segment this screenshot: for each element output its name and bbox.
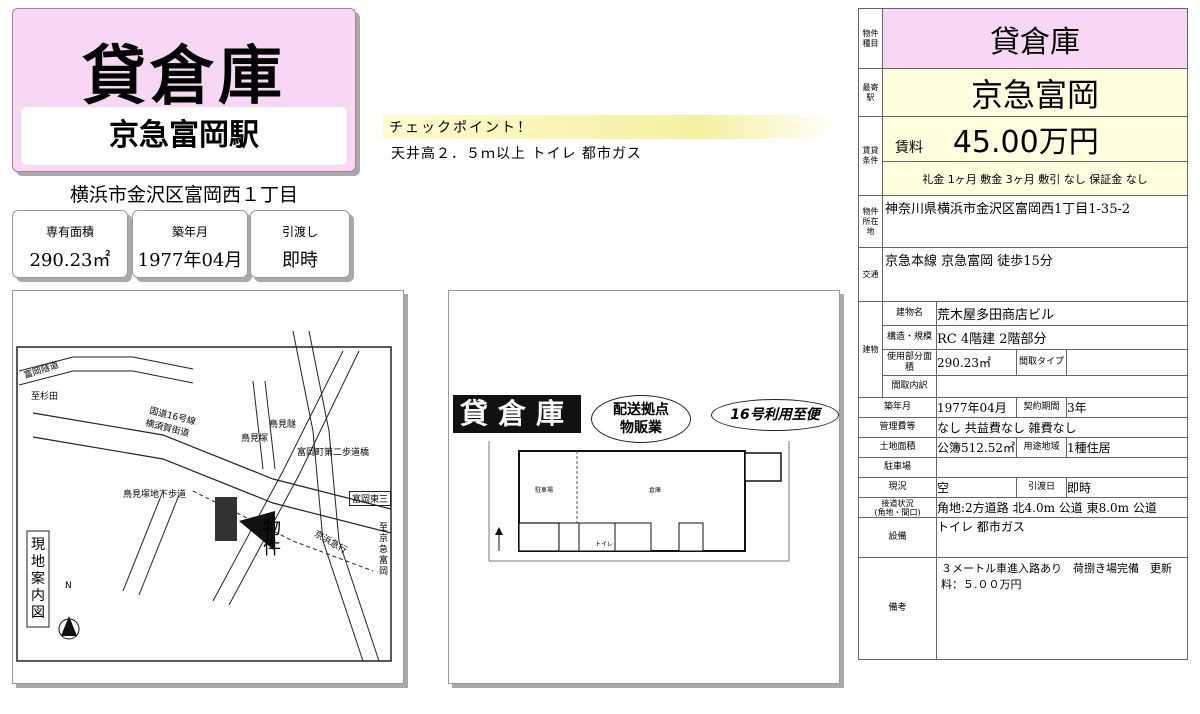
stat-delivery: 引渡し 即時	[250, 210, 350, 278]
north-arrow-icon	[61, 616, 77, 636]
spec-station: 京急富岡	[882, 68, 1188, 117]
title-card: 貸倉庫 京急富岡駅	[12, 8, 356, 172]
spec-mgmt-label: 管理費等	[858, 417, 937, 438]
plan-room-warehouse: 倉庫	[649, 487, 662, 494]
spec-land: 公簿512.52㎡	[936, 437, 1017, 458]
spec-transport: 京急本線 京急富岡 徒歩15分	[882, 247, 1188, 302]
floor-plan: 貸倉庫 配送拠点 物販業 16号利用至便 駐車場 倉庫 トイレ	[448, 290, 840, 684]
map-label-tomioka2: 富岡町第二歩道橋	[297, 448, 370, 458]
station-name: 京急富岡駅	[21, 107, 347, 165]
spec-facility-label: 設備	[858, 517, 937, 558]
map-label-torimi: 鳥見塚	[241, 434, 269, 444]
map-caption: 現地案内図	[31, 537, 45, 621]
spec-transport-label: 交通	[858, 247, 883, 302]
map-label-sugita: 至杉田	[31, 392, 59, 402]
address: 横浜市金沢区富岡西１丁目	[69, 184, 298, 206]
property-marker	[215, 497, 237, 541]
map-label-underpass: 鳥見塚地下歩道	[123, 490, 187, 500]
spec-layout-type-label: 間取タイプ	[1016, 349, 1067, 376]
spec-contract: 3年	[1066, 397, 1188, 418]
spec-status: 空	[936, 477, 1017, 498]
spec-status-label: 現況	[858, 477, 937, 498]
spec-road: 角地:2方道路 北4.0m 公道 東8.0m 公道	[936, 497, 1188, 518]
spec-built-label: 築年月	[858, 397, 937, 418]
plan-room-toilet: トイレ	[595, 541, 614, 548]
spec-area: 290.23㎡	[936, 349, 1017, 376]
spec-rent: 45.00万円	[952, 125, 1099, 160]
spec-station-label: 最寄駅	[858, 68, 883, 117]
map-label-torimi-tunnel: 鳥見隧	[269, 420, 297, 430]
location-map: 現地案内図 富岡隧道 至杉田 国道16号線 横須賀街道 鳥見隧 鳥見塚 富岡町第…	[12, 290, 404, 684]
map-label-to-station: 至京急富岡	[379, 523, 389, 577]
spec-remarks: ３メートル車進入路あり 荷捌き場完備 更新料：５.００万円	[936, 557, 1188, 660]
spec-delivery: 即時	[1066, 477, 1188, 498]
plan-banner: 貸倉庫	[453, 395, 581, 433]
spec-structure: RC 4階建 2階部分	[936, 325, 1188, 350]
plan-drawing	[488, 441, 790, 562]
spec-contract-label: 契約期間	[1016, 397, 1067, 418]
spec-kind: 貸倉庫	[882, 8, 1188, 69]
checkpoint-text: 天井高２．５ｍ以上 トイレ 都市ガス	[391, 146, 642, 162]
spec-delivery-label: 引渡日	[1016, 477, 1067, 498]
checkpoint-title: チェックポイント！	[383, 115, 838, 139]
spec-area-label: 使用部分面積	[882, 349, 937, 376]
spec-remarks-label: 備考	[858, 557, 937, 660]
spec-zone-label: 用途地域	[1016, 437, 1067, 458]
stat-built: 築年月 1977年04月	[132, 210, 248, 278]
page-title: 貸倉庫	[82, 40, 286, 114]
map-label-property: 物件	[263, 518, 281, 559]
spec-mgmt: なし 共益費なし 雑費なし	[936, 417, 1188, 438]
spec-kind-label: 物件種目	[858, 8, 883, 69]
plan-bubble-route16: 16号利用至便	[711, 399, 839, 431]
stat-area: 専有面積 290.23㎡	[12, 210, 128, 278]
spec-location: 神奈川県横浜市金沢区富岡西1丁目1-35-2	[882, 195, 1188, 248]
map-label-north: N	[65, 581, 72, 591]
spec-parking-label: 駐車場	[858, 457, 937, 478]
spec-building-label: 建物	[858, 301, 883, 398]
map-drawing	[16, 330, 392, 662]
spec-bname-label: 建物名	[882, 301, 937, 326]
spec-layout	[936, 375, 1188, 398]
spec-rent-row: 賃料 45.00万円	[882, 116, 1188, 162]
spec-conditions: 礼金 1ヶ月 敷金 3ヶ月 敷引 なし 保証金 なし	[882, 161, 1188, 196]
spec-bname: 荒木屋多田商店ビル	[936, 301, 1188, 326]
spec-road-label: 接道状況 (角地・間口)	[858, 497, 937, 518]
map-label-tomioka-higashi: 富岡東三	[349, 491, 392, 506]
spec-built: 1977年04月	[936, 397, 1017, 418]
spec-structure-label: 構造・規模	[882, 325, 937, 350]
spec-parking	[936, 457, 1188, 478]
spec-location-label: 物件所在地	[858, 195, 883, 248]
spec-rent-label: 賃貸条件	[858, 116, 883, 196]
spec-land-label: 土地面積	[858, 437, 937, 458]
spec-layout-type	[1066, 349, 1188, 376]
plan-bubble-logistics: 配送拠点 物販業	[591, 395, 691, 443]
spec-table: 物件種目 貸倉庫 最寄駅 京急富岡 賃貸条件 賃料 45.00万円 礼金 1ヶ月…	[858, 8, 1188, 660]
checkpoint: チェックポイント！ 天井高２．５ｍ以上 トイレ 都市ガス	[383, 115, 838, 167]
spec-layout-label: 間取内訳	[882, 375, 937, 398]
spec-zone: 1種住居	[1066, 437, 1188, 458]
spec-facility: トイレ 都市ガス	[936, 517, 1188, 558]
plan-room-parking: 駐車場	[535, 487, 554, 494]
